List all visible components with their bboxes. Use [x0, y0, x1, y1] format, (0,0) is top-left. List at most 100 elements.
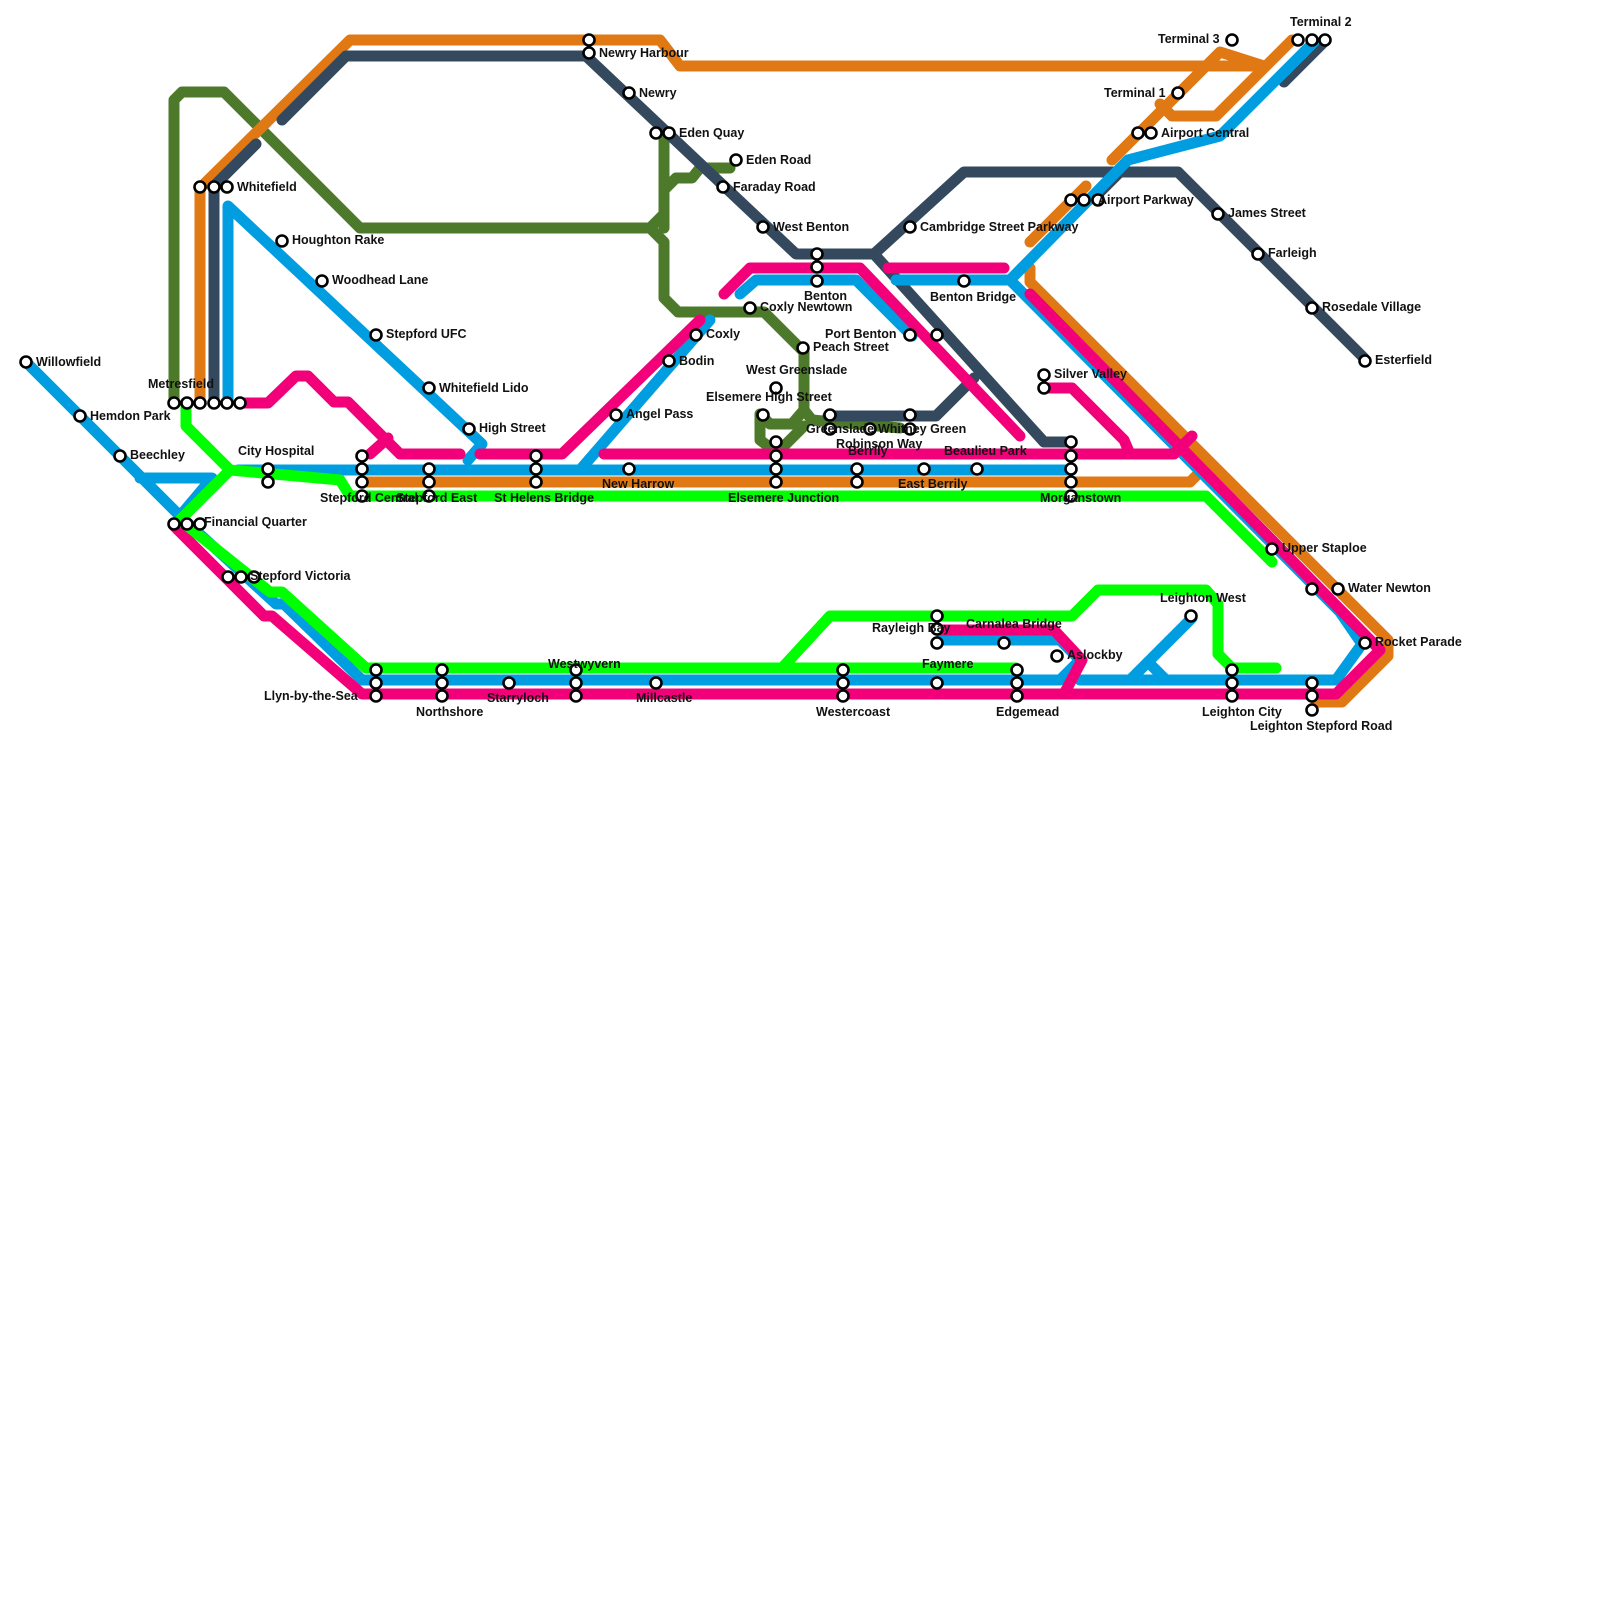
- station-label-whitney-green[interactable]: Whitney Green: [878, 422, 966, 436]
- station-label-financial-quarter[interactable]: Financial Quarter: [204, 515, 307, 529]
- station-marker[interactable]: [1227, 665, 1238, 676]
- station-marker[interactable]: [771, 451, 782, 462]
- station-label-high-street[interactable]: High Street: [479, 421, 547, 435]
- station-marker[interactable]: [1186, 611, 1197, 622]
- station-marker[interactable]: [371, 665, 382, 676]
- station-label-northshore[interactable]: Northshore: [416, 705, 483, 719]
- station-label-airport-parkway[interactable]: Airport Parkway: [1098, 193, 1194, 207]
- station-label-faraday-road[interactable]: Faraday Road: [733, 180, 816, 194]
- station-label-carnalea-bridge[interactable]: Carnalea Bridge: [966, 617, 1062, 631]
- station-marker[interactable]: [1066, 451, 1077, 462]
- station-label-farleigh[interactable]: Farleigh: [1268, 246, 1317, 260]
- station-marker[interactable]: [1227, 35, 1238, 46]
- station-marker[interactable]: [1079, 195, 1090, 206]
- station-marker[interactable]: [424, 383, 435, 394]
- station-marker[interactable]: [651, 678, 662, 689]
- station-marker[interactable]: [236, 572, 247, 583]
- station-marker[interactable]: [838, 678, 849, 689]
- station-marker[interactable]: [357, 477, 368, 488]
- station-label-west-benton[interactable]: West Benton: [773, 220, 849, 234]
- station-marker[interactable]: [1012, 691, 1023, 702]
- station-label-eden-road[interactable]: Eden Road: [746, 153, 811, 167]
- station-marker[interactable]: [932, 638, 943, 649]
- station-marker[interactable]: [75, 411, 86, 422]
- station-marker[interactable]: [771, 437, 782, 448]
- station-marker[interactable]: [169, 398, 180, 409]
- station-marker[interactable]: [758, 222, 769, 233]
- station-marker[interactable]: [1293, 35, 1304, 46]
- station-label-newry[interactable]: Newry: [639, 86, 677, 100]
- station-marker[interactable]: [21, 357, 32, 368]
- station-marker[interactable]: [812, 249, 823, 260]
- station-marker[interactable]: [195, 398, 206, 409]
- station-marker[interactable]: [1307, 705, 1318, 716]
- station-label-aslockby[interactable]: Aslockby: [1067, 648, 1123, 662]
- station-label-city-hospital[interactable]: City Hospital: [238, 444, 314, 458]
- station-label-water-newton[interactable]: Water Newton: [1348, 581, 1431, 595]
- station-marker[interactable]: [651, 128, 662, 139]
- station-label-cambridge-street-parkway[interactable]: Cambridge Street Parkway: [920, 220, 1078, 234]
- station-label-upper-staploe[interactable]: Upper Staploe: [1282, 541, 1367, 555]
- station-label-westercoast[interactable]: Westercoast: [816, 705, 891, 719]
- station-marker[interactable]: [424, 464, 435, 475]
- station-marker[interactable]: [531, 451, 542, 462]
- station-marker[interactable]: [1227, 691, 1238, 702]
- station-label-leighton-west[interactable]: Leighton West: [1160, 591, 1247, 605]
- station-label-newry-harbour[interactable]: Newry Harbour: [599, 46, 689, 60]
- station-marker[interactable]: [932, 330, 943, 341]
- station-marker[interactable]: [222, 398, 233, 409]
- station-marker[interactable]: [812, 262, 823, 273]
- station-label-beechley[interactable]: Beechley: [130, 448, 185, 462]
- station-marker[interactable]: [932, 678, 943, 689]
- station-marker[interactable]: [1133, 128, 1144, 139]
- station-marker[interactable]: [624, 464, 635, 475]
- station-label-hemdon-park[interactable]: Hemdon Park: [90, 409, 171, 423]
- station-label-esterfield[interactable]: Esterfield: [1375, 353, 1432, 367]
- station-marker[interactable]: [571, 691, 582, 702]
- station-marker[interactable]: [1307, 584, 1318, 595]
- station-marker[interactable]: [1267, 544, 1278, 555]
- station-marker[interactable]: [437, 691, 448, 702]
- station-label-westwyvern[interactable]: Westwyvern: [548, 657, 621, 671]
- station-marker[interactable]: [624, 88, 635, 99]
- station-marker[interactable]: [905, 222, 916, 233]
- station-marker[interactable]: [371, 691, 382, 702]
- station-label-coxly[interactable]: Coxly: [706, 327, 740, 341]
- station-marker[interactable]: [825, 410, 836, 421]
- station-marker[interactable]: [209, 182, 220, 193]
- station-marker[interactable]: [758, 410, 769, 421]
- station-label-new-harrow[interactable]: New Harrow: [602, 477, 675, 491]
- station-label-terminal-3[interactable]: Terminal 3: [1158, 32, 1220, 46]
- station-marker[interactable]: [771, 464, 782, 475]
- station-label-benton-bridge[interactable]: Benton Bridge: [930, 290, 1016, 304]
- station-label-beaulieu-park[interactable]: Beaulieu Park: [944, 444, 1027, 458]
- station-label-millcastle[interactable]: Millcastle: [636, 691, 692, 705]
- station-marker[interactable]: [731, 155, 742, 166]
- station-marker[interactable]: [1039, 383, 1050, 394]
- station-marker[interactable]: [235, 398, 246, 409]
- station-label-port-benton[interactable]: Port Benton: [825, 327, 897, 341]
- station-marker[interactable]: [852, 477, 863, 488]
- station-marker[interactable]: [1146, 128, 1157, 139]
- station-label-willowfield[interactable]: Willowfield: [36, 355, 101, 369]
- station-marker[interactable]: [611, 410, 622, 421]
- station-marker[interactable]: [571, 678, 582, 689]
- station-marker[interactable]: [584, 35, 595, 46]
- station-marker[interactable]: [745, 303, 756, 314]
- station-marker[interactable]: [959, 276, 970, 287]
- station-label-west-greenslade[interactable]: West Greenslade: [746, 363, 847, 377]
- station-marker[interactable]: [905, 330, 916, 341]
- station-marker[interactable]: [1039, 370, 1050, 381]
- station-label-berrily[interactable]: Berrily: [848, 444, 888, 458]
- station-marker[interactable]: [531, 477, 542, 488]
- station-marker[interactable]: [115, 451, 126, 462]
- station-marker[interactable]: [771, 477, 782, 488]
- station-marker[interactable]: [1320, 35, 1331, 46]
- station-label-elsemere-high-street[interactable]: Elsemere High Street: [706, 390, 833, 404]
- station-marker[interactable]: [504, 678, 515, 689]
- station-label-leighton-stepford-road[interactable]: Leighton Stepford Road: [1250, 719, 1392, 733]
- station-marker[interactable]: [1227, 678, 1238, 689]
- station-label-east-berrily[interactable]: East Berrily: [898, 477, 968, 491]
- station-marker[interactable]: [1253, 249, 1264, 260]
- station-marker[interactable]: [1012, 678, 1023, 689]
